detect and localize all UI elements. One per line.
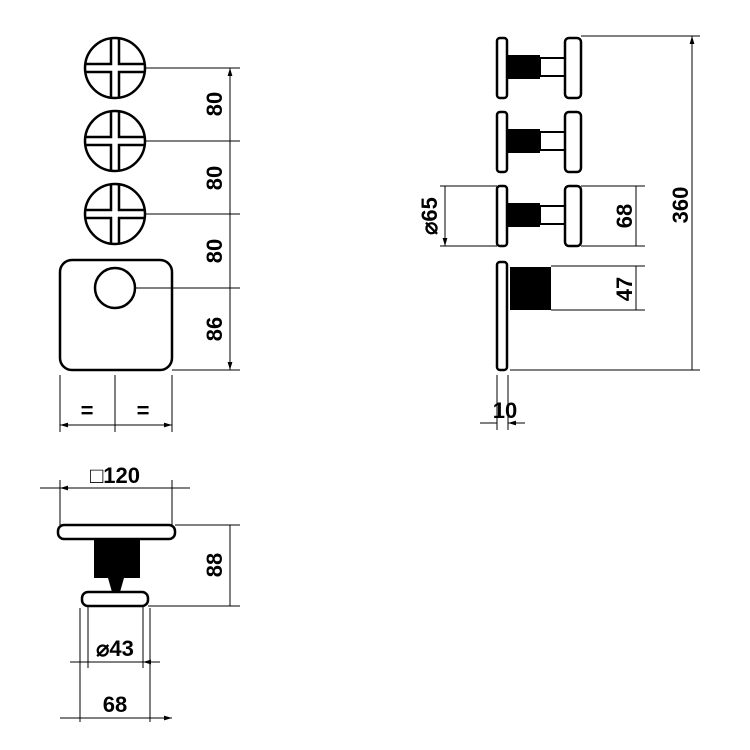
side-handle-2 bbox=[495, 110, 583, 174]
dim-diameter-65: ⌀65 bbox=[417, 197, 442, 235]
dim-equal-right: = bbox=[137, 398, 150, 423]
top-body bbox=[94, 540, 140, 578]
dim-47: 47 bbox=[612, 277, 637, 301]
top-knob bbox=[80, 590, 150, 608]
front-view: 80 80 80 86 = = bbox=[60, 36, 240, 432]
side-handle-1 bbox=[495, 36, 583, 100]
dim-square-120: □120 bbox=[90, 463, 140, 488]
side-view: 360 68 47 ⌀65 10 bbox=[417, 36, 700, 430]
thermostat-knob bbox=[93, 266, 137, 310]
dim-equal-left: = bbox=[81, 398, 94, 423]
dim-86: 86 bbox=[202, 317, 227, 341]
dim-diameter-43: ⌀43 bbox=[96, 636, 134, 661]
side-thermostat bbox=[495, 260, 551, 372]
dim-360: 360 bbox=[668, 187, 693, 224]
dim-10: 10 bbox=[493, 398, 517, 423]
dim-68-side: 68 bbox=[612, 204, 637, 228]
dim-68-top: 68 bbox=[103, 692, 127, 717]
cross-handle-2 bbox=[83, 109, 147, 173]
dim-80-c: 80 bbox=[202, 239, 227, 263]
dim-80-b: 80 bbox=[202, 166, 227, 190]
top-plate bbox=[56, 523, 177, 541]
top-view: □120 88 ⌀43 68 bbox=[40, 463, 240, 722]
side-handle-3 bbox=[495, 184, 583, 248]
dim-80-a: 80 bbox=[202, 92, 227, 116]
cross-handle-1 bbox=[83, 36, 147, 100]
cross-handle-3 bbox=[83, 182, 147, 246]
dim-88: 88 bbox=[202, 553, 227, 577]
